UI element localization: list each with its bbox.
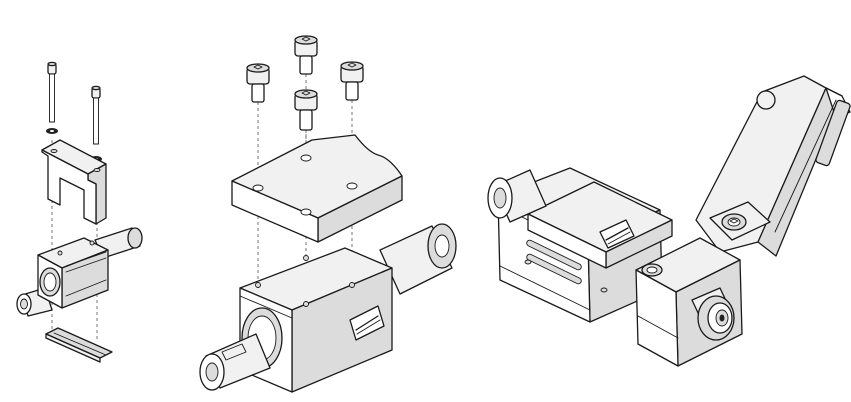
top-plate [231, 134, 403, 243]
assembled-top-plate [527, 181, 673, 269]
left-exploded-view [16, 61, 143, 363]
assembled-shaft-rear [487, 169, 547, 223]
center-shaft-rear [379, 223, 457, 295]
right-assembled-view [487, 75, 851, 367]
cap-screw-left [246, 63, 270, 103]
left-washer [46, 128, 58, 134]
left-long-bolt-2 [91, 85, 101, 145]
left-long-bolt [47, 61, 57, 123]
center-exploded-view [199, 35, 457, 393]
left-gib-strip [45, 327, 113, 363]
housing-label-plate [349, 305, 385, 341]
pivot-knob [691, 287, 735, 341]
u-bracket [41, 139, 107, 225]
center-shaft-front [199, 333, 271, 391]
cap-screw-center [294, 89, 318, 131]
arm-clamp [709, 201, 771, 241]
bearing-housing [239, 247, 393, 393]
swing-arm [695, 75, 851, 257]
left-bearing-block [37, 237, 109, 309]
cap-screw-top [294, 35, 318, 75]
cap-screw-right [340, 61, 364, 101]
